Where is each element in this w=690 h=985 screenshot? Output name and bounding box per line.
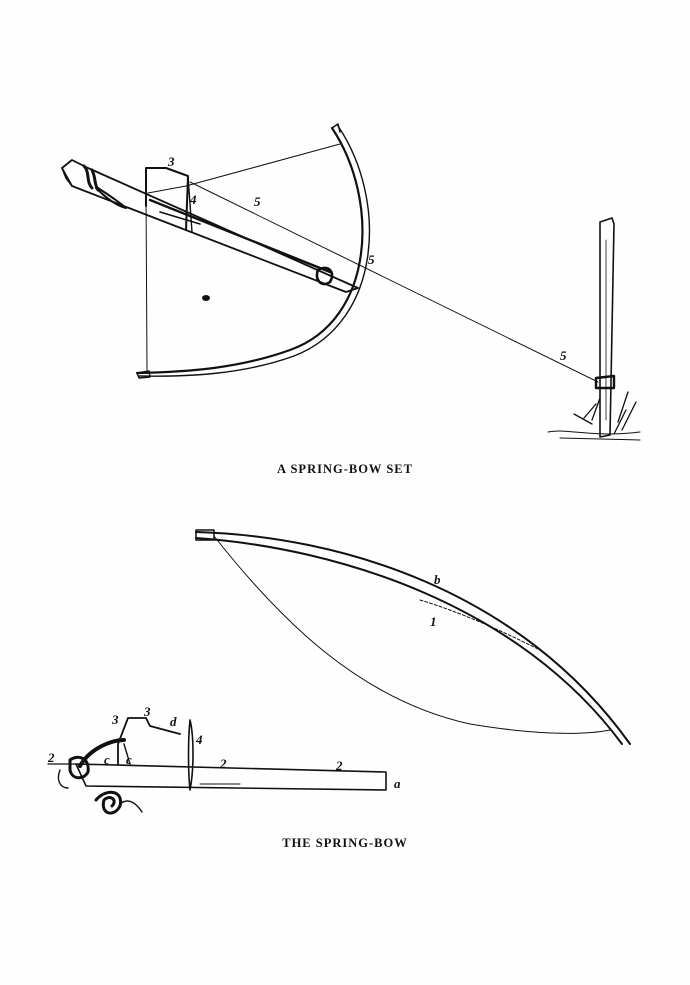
label-3-left: 3 <box>111 712 119 727</box>
label-2-left: 2 <box>47 750 55 765</box>
trigger <box>145 167 189 231</box>
bow-limb <box>135 126 364 375</box>
label-brace: 4 <box>189 192 197 207</box>
label-line-upper: 5 <box>254 194 261 209</box>
figure-caption-spring-bow: THE SPRING-BOW <box>282 836 408 850</box>
label-line-middle: 5 <box>368 252 375 267</box>
label-2-mid: 2 <box>219 756 227 771</box>
label-d: d <box>170 714 177 729</box>
label-a: a <box>394 776 401 791</box>
label-trigger: 3 <box>167 154 175 169</box>
label-3-right: 3 <box>143 704 151 719</box>
label-line-lower: 5 <box>560 348 567 363</box>
label-c-right: c <box>126 752 132 767</box>
bow-string <box>145 189 148 371</box>
brace-peg <box>187 719 194 791</box>
label-c-left: c <box>104 752 110 767</box>
bait-mark <box>202 295 210 301</box>
figure-caption-spring-bow-set: A SPRING-BOW SET <box>277 462 413 476</box>
spring-bow-limb <box>195 531 631 745</box>
label-4: 4 <box>195 732 203 747</box>
label-b: b <box>434 572 441 587</box>
trip-line <box>189 181 599 383</box>
label-2-right: 2 <box>335 758 343 773</box>
spring-bow-string <box>213 535 611 734</box>
label-1: 1 <box>430 614 437 629</box>
stake <box>599 217 615 438</box>
